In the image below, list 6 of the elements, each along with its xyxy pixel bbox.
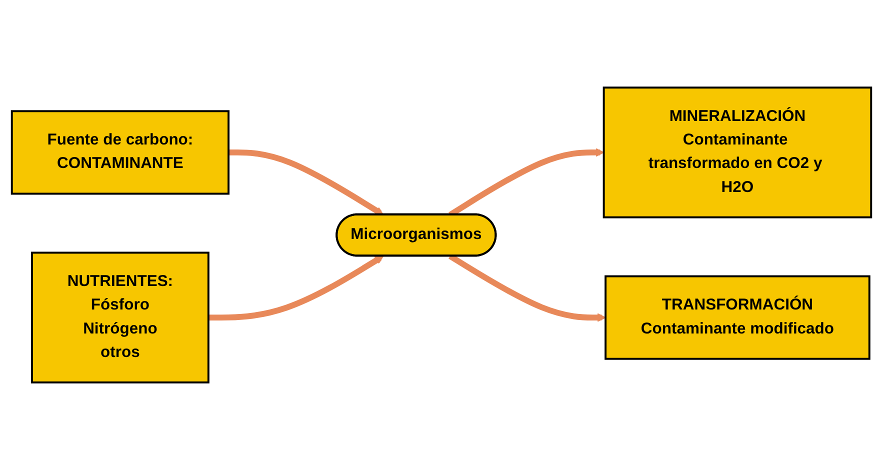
- node-box: NUTRIENTES: Fósforo Nitrógeno otros: [30, 252, 210, 384]
- arrow: [228, 150, 384, 216]
- node-box: Fuente de carbono: CONTAMINANTE: [10, 110, 230, 195]
- node-box: MINERALIZACIÓN Contaminante transformado en CO2 y H2O: [602, 86, 872, 218]
- arrow: [208, 256, 384, 320]
- node-box: TRANSFORMACIÓN Contaminante modificado: [604, 275, 870, 360]
